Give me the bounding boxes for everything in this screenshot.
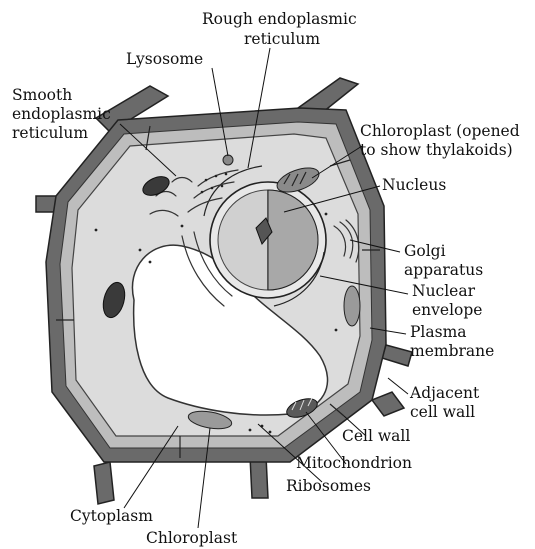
- label-golgi: Golgi apparatus: [404, 242, 483, 279]
- label-plasma-membrane: Plasma membrane: [410, 323, 494, 360]
- label-chloroplast-opened: Chloroplast (opened to show thylakoids): [360, 122, 525, 159]
- nucleus-shape: [210, 182, 326, 298]
- label-cytoplasm: Cytoplasm: [70, 507, 153, 525]
- label-nucleus: Nucleus: [382, 176, 446, 194]
- adjacent-wall-right: [382, 345, 412, 366]
- lysosome-shape: [223, 155, 233, 165]
- chloroplast-right: [344, 286, 360, 326]
- label-chloroplast: Chloroplast: [146, 529, 238, 547]
- label-rough-er: Rough endoplasmic reticulum: [202, 10, 362, 48]
- label-ribosomes: Ribosomes: [286, 477, 371, 495]
- label-adjacent-cell-wall: Adjacent cell wall: [409, 384, 484, 421]
- label-cell-wall: Cell wall: [342, 427, 410, 445]
- label-lysosome: Lysosome: [126, 50, 203, 68]
- label-mitochondrion: Mitochondrion: [296, 454, 412, 472]
- label-smooth-er: Smooth endoplasmic reticulum: [12, 86, 116, 142]
- adjacent-wall-bottom-left: [94, 462, 114, 504]
- adjacent-wall-bottom-right: [372, 392, 404, 416]
- label-nuclear-envelope: Nuclear envelope: [412, 282, 482, 319]
